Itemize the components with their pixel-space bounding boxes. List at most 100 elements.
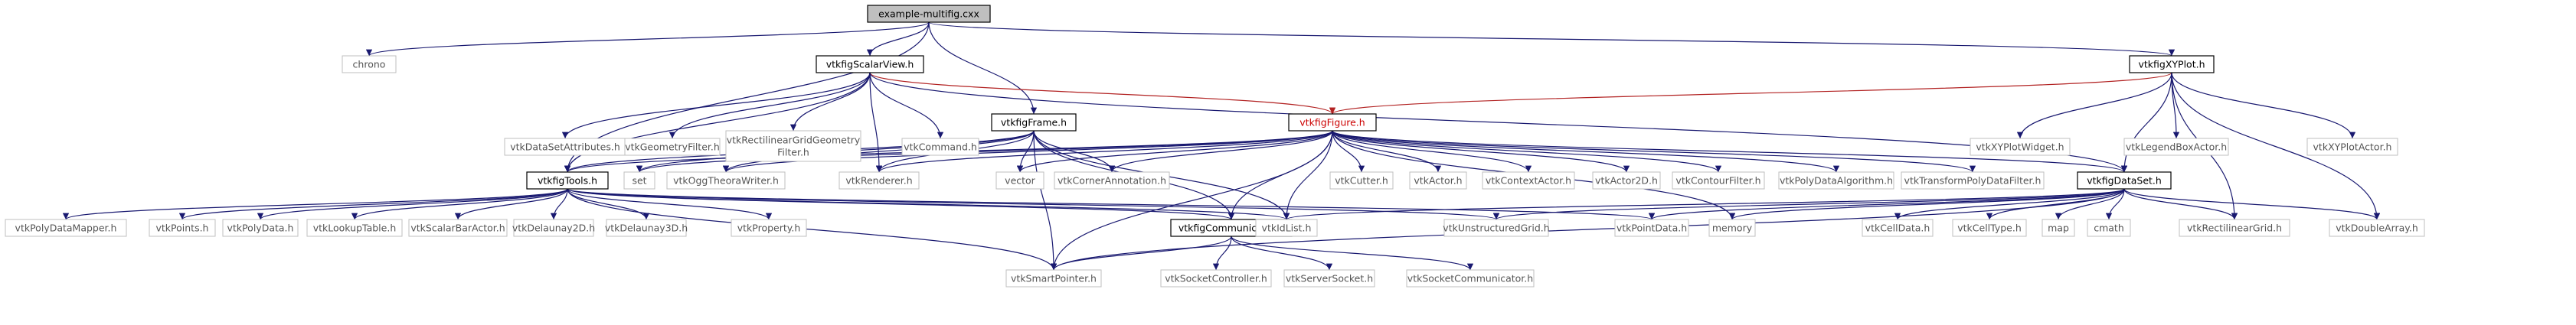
node-label: map <box>2048 223 2069 234</box>
node-label: vtkCornerAnnotation.h <box>1058 175 1166 187</box>
node-box <box>1160 269 1272 288</box>
node-box <box>2087 219 2131 237</box>
edge-scalarview-to-command <box>869 72 944 139</box>
edge-communicator-to-socketcontroller <box>1212 236 1232 271</box>
node-label: vtkXYPlotWidget.h <box>1976 141 2064 153</box>
node-label: vtkRenderer.h <box>845 175 912 187</box>
edge-tools-to-pointdata <box>567 188 1655 220</box>
edge-xyplot-to-xyplotactor <box>2171 72 2356 139</box>
node-vtkdelaunay3d-h: vtkDelaunay3D.h <box>605 219 688 237</box>
node-vtkfigtools-h[interactable]: vtkfigTools.h <box>526 171 609 190</box>
edge-figure-to-oggwriter <box>723 130 1333 173</box>
node-vtkfigdataset-h[interactable]: vtkfigDataSet.h <box>2077 171 2172 190</box>
edge-dataset-to-celldata <box>1894 188 2125 220</box>
node-vtkfigscalarview-h[interactable]: vtkfigScalarView.h <box>816 55 924 73</box>
node-box <box>816 55 924 73</box>
node-vtkcutter-h: vtkCutter.h <box>1329 171 1394 190</box>
node-box <box>2129 55 2215 73</box>
edge-figure-to-dataset <box>1332 130 2127 173</box>
node-label: vector <box>1005 175 1036 187</box>
node-box <box>1329 171 1394 190</box>
node-label: vtkDoubleArray.h <box>2336 223 2418 234</box>
node-vtkdatasetattributes-h: vtkDataSetAttributes.h <box>504 138 626 156</box>
node-box <box>623 171 655 190</box>
node-box <box>1054 171 1170 190</box>
edge-dataset-to-pointdata <box>1649 188 2125 220</box>
node-vtkfigfigure-h[interactable]: vtkfigFigure.h <box>1288 113 1377 132</box>
node-vtkactor2d-h: vtkActor2D.h <box>1592 171 1661 190</box>
node-example-multifig-cxx[interactable]: example-multifig.cxx <box>867 5 991 23</box>
node-vtkidlist-h: vtkIdList.h <box>1255 219 1318 237</box>
node-vtkxyplotactor-h: vtkXYPlotActor.h <box>2306 138 2398 156</box>
node-label: vtkScalarBarActor.h <box>410 223 505 234</box>
node-label: set <box>632 175 646 187</box>
edge-dataset-to-rectgrid <box>2123 188 2238 220</box>
node-vtkactor-h: vtkActor.h <box>1409 171 1467 190</box>
node-vtkrenderer-h: vtkRenderer.h <box>839 171 920 190</box>
edge-xyplot-to-xyplotwidget <box>2016 72 2172 139</box>
edge-tools-to-delaunay2d <box>550 188 568 220</box>
node-vtktransformpolydatafilter-h: vtkTransformPolyDataFilter.h <box>1901 171 2045 190</box>
node-label: vtkfigTools.h <box>538 175 597 187</box>
edge-scalarview-to-figure <box>869 72 1336 115</box>
node-label: vtkUnstructuredGrid.h <box>1443 223 1549 234</box>
node-box <box>725 130 861 162</box>
edge-tools-to-polydata <box>257 188 568 220</box>
edge-communicator-to-smartpointer <box>1050 236 1232 271</box>
node-box <box>2077 171 2172 190</box>
edge-dataset-to-map <box>2055 188 2125 220</box>
node-label: vtkPolyDataAlgorithm.h <box>1780 175 1893 187</box>
node-box <box>408 219 508 237</box>
node-box <box>2179 219 2290 237</box>
edge-root-to-frame <box>928 21 1038 115</box>
edge-figure-to-idlist <box>1283 130 1333 220</box>
node-vtkcelldata-h: vtkCellData.h <box>1862 219 1934 237</box>
node-box <box>513 219 594 237</box>
edge-frame-to-smartpointer <box>1033 130 1058 271</box>
node-label: vtkCommand.h <box>904 141 977 153</box>
node-label: vtkfigFrame.h <box>1001 117 1067 128</box>
node-label: vtkActor2D.h <box>1595 175 1658 187</box>
node-vtkpolydataalgorithm-h: vtkPolyDataAlgorithm.h <box>1778 171 1894 190</box>
edge-dataset-to-doublearray <box>2123 188 2381 220</box>
node-label: vtkfigXYPlot.h <box>2139 59 2205 70</box>
node-box <box>306 219 403 237</box>
node-vtkxyplotwidget-h: vtkXYPlotWidget.h <box>1970 138 2071 156</box>
node-set: set <box>623 171 655 190</box>
node-label: vtkDelaunay2D.h <box>512 223 595 234</box>
node-box <box>1952 219 2027 237</box>
edge-root-to-xyplot <box>928 21 2175 57</box>
node-box <box>1708 219 1756 237</box>
node-label: vtkDataSetAttributes.h <box>510 141 620 153</box>
node-box <box>2123 138 2229 156</box>
edge-figure-to-contextactor <box>1332 130 1532 173</box>
node-vtkpolydata-h: vtkPolyData.h <box>222 219 299 237</box>
node-box <box>901 138 979 156</box>
node-label: memory <box>1712 223 1753 234</box>
edge-figure-to-transformpoly <box>1332 130 1976 173</box>
node-vtkfigxyplot-h[interactable]: vtkfigXYPlot.h <box>2129 55 2215 73</box>
node-box <box>149 219 216 237</box>
edge-figure-to-smartpointer <box>1050 130 1333 271</box>
node-label: example-multifig.cxx <box>878 8 979 20</box>
node-vtkgeometryfilter-h: vtkGeometryFilter.h <box>624 138 721 156</box>
node-box <box>1672 171 1765 190</box>
node-box <box>1283 269 1375 288</box>
node-vtkscalarbaractor-h: vtkScalarBarActor.h <box>408 219 508 237</box>
node-box <box>991 113 1077 132</box>
edge-tools-to-points <box>179 188 568 220</box>
edge-tools-to-delaunay3d <box>567 188 650 220</box>
edge-dataset-to-cmath <box>2105 188 2125 220</box>
node-vtkrectilineargrid-h: vtkRectilinearGrid.h <box>2179 219 2290 237</box>
node-label: vtkRectilinearGrid.h <box>2187 223 2282 234</box>
edge-figure-to-set <box>636 130 1333 173</box>
edge-scalarview-to-rectgeomfilter <box>789 72 871 132</box>
node-box <box>1970 138 2071 156</box>
node-vtksocketcommunicator-h: vtkSocketCommunicator.h <box>1406 269 1535 288</box>
node-box <box>606 219 687 237</box>
node-box <box>1255 219 1318 237</box>
node-vtkfigframe-h[interactable]: vtkfigFrame.h <box>991 113 1077 132</box>
